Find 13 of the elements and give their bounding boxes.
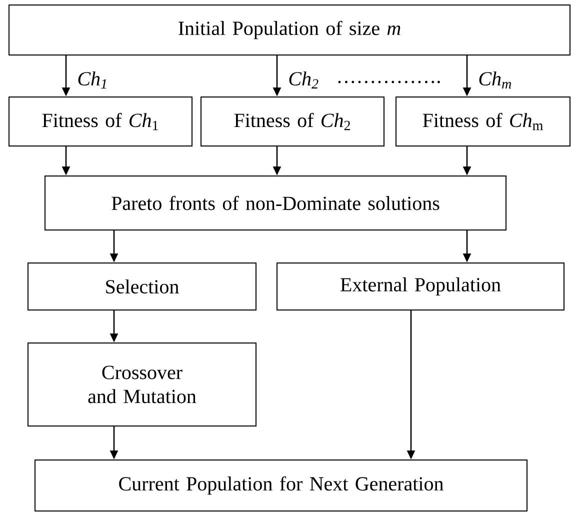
edge-label: Ch$_{1}$ [78, 72, 106, 88]
process-box: Crossover and Mutation [28, 342, 256, 426]
process-box: Initial Population of size m [8, 4, 570, 56]
process-box: Selection [28, 262, 256, 310]
process-box: External Population [276, 262, 564, 310]
process-box: Fitness of Ch$_{m}$ [396, 96, 570, 146]
edge-label: Ch$_{m}$ [479, 72, 512, 88]
process-box: Current Population for Next Generation [34, 459, 528, 512]
process-box: Fitness of Ch$_{1}$ [8, 96, 192, 146]
process-box: Pareto fronts of non-Dominate solutions [44, 176, 506, 230]
ellipsis: ……………. [338, 80, 440, 84]
process-box: Fitness of Ch$_{2}$ [200, 96, 384, 146]
edge-label: Ch$_{2}$ [289, 72, 318, 88]
